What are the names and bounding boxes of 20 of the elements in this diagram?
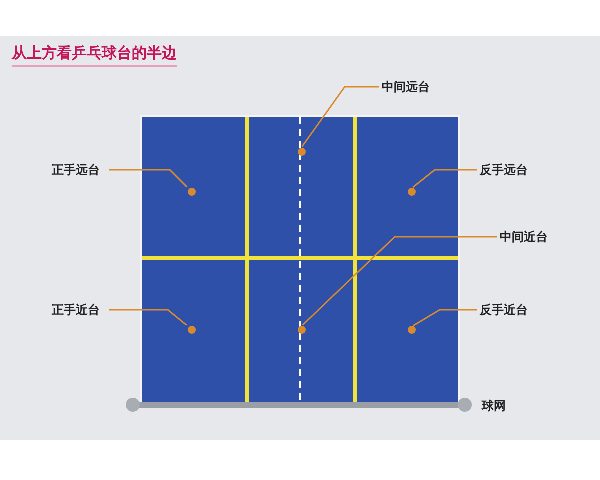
zone-label: 反手远台 <box>480 162 528 178</box>
leader-line <box>413 309 477 327</box>
leader-line <box>412 169 477 188</box>
target-dot <box>408 188 416 196</box>
zone-label: 正手近台 <box>52 302 100 318</box>
leader-line <box>109 169 188 188</box>
target-dot <box>188 326 196 334</box>
target-dot <box>188 188 196 196</box>
leader-line <box>109 309 188 326</box>
net-label: 球网 <box>482 398 506 414</box>
target-dot <box>298 326 306 334</box>
zone-label: 正手远台 <box>52 162 100 178</box>
leader-line <box>302 236 497 326</box>
leader-line <box>302 86 379 148</box>
target-dot <box>298 148 306 156</box>
zone-label: 反手近台 <box>480 302 528 318</box>
zone-label: 中间近台 <box>500 229 548 245</box>
zone-label: 中间远台 <box>382 79 430 95</box>
diagram-title: 从上方看乒乓球台的半边 <box>12 44 177 67</box>
target-dot <box>408 326 416 334</box>
